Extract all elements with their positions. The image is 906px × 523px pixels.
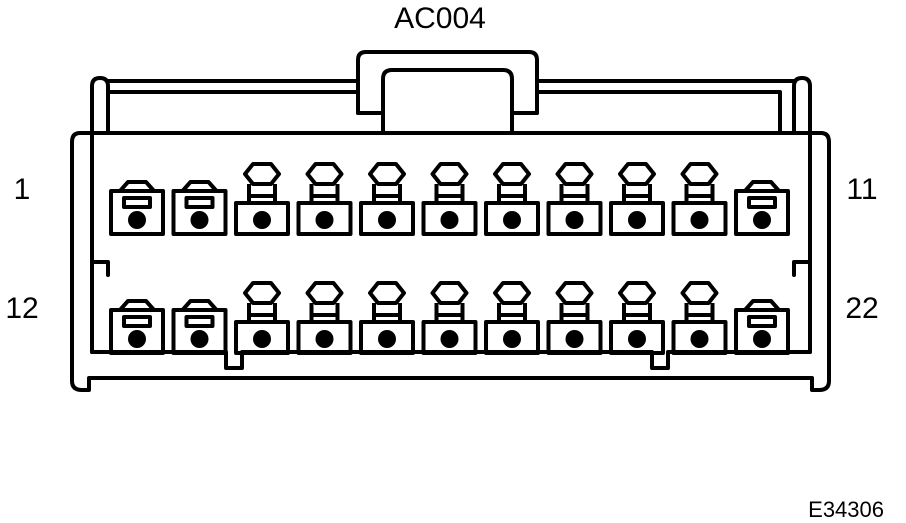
pin-label-bottom-right: 22 <box>845 292 878 325</box>
pin-cavity <box>609 281 665 355</box>
pin-cavity <box>734 299 790 355</box>
pin-cavity <box>671 281 728 355</box>
pin-label-top-right: 11 <box>846 173 877 206</box>
pin-cavity <box>421 162 478 236</box>
pin-cavity <box>171 180 228 236</box>
pin-cavity <box>484 281 540 355</box>
pin-cavity <box>109 180 165 236</box>
pin-cavities <box>109 162 790 355</box>
pin-cavity <box>296 281 353 355</box>
pin-label-bottom-left: 12 <box>5 292 38 325</box>
pin-cavity <box>109 299 165 355</box>
pin-cavity <box>734 180 790 236</box>
pin-cavity <box>484 162 540 236</box>
pin-cavity <box>359 281 415 355</box>
connector-name: AC004 <box>394 2 486 35</box>
pin-cavity <box>671 162 728 236</box>
pin-cavity <box>609 162 665 236</box>
pin-cavity <box>234 162 290 236</box>
pin-label-top-left: 1 <box>14 173 31 206</box>
pin-cavity <box>546 281 603 355</box>
pin-cavity <box>546 162 603 236</box>
pin-cavity <box>421 281 478 355</box>
figure-code: E34306 <box>808 497 884 522</box>
pin-cavity <box>171 299 228 355</box>
pin-cavity <box>359 162 415 236</box>
pin-cavity <box>296 162 353 236</box>
pin-cavity <box>234 281 290 355</box>
